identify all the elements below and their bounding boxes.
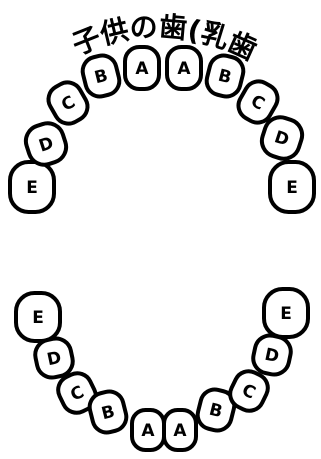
tooth-letter: E xyxy=(26,178,38,198)
tooth-letter: E xyxy=(32,308,44,328)
upper-tooth-4: B xyxy=(80,52,123,99)
upper-tooth-7: B xyxy=(204,52,247,99)
lower-tooth-9: D xyxy=(250,333,293,378)
lower-tooth-4: B xyxy=(87,388,130,435)
tooth-letter: A xyxy=(135,59,149,79)
tooth-letter: A xyxy=(177,59,191,79)
lower-tooth-1: E xyxy=(16,293,60,341)
upper-tooth-5: A xyxy=(125,47,159,89)
upper-tooth-10: E xyxy=(270,162,314,212)
lower-tooth-5: A xyxy=(132,410,164,450)
lower-tooth-10: E xyxy=(264,289,308,337)
tooth-letter: E xyxy=(280,304,292,324)
tooth-letter: A xyxy=(141,421,155,441)
upper-tooth-1: E xyxy=(10,162,54,212)
tooth-letter: E xyxy=(286,178,298,198)
upper-tooth-6: A xyxy=(167,47,201,89)
lower-tooth-6: A xyxy=(164,410,196,450)
tooth-letter: A xyxy=(173,421,187,441)
